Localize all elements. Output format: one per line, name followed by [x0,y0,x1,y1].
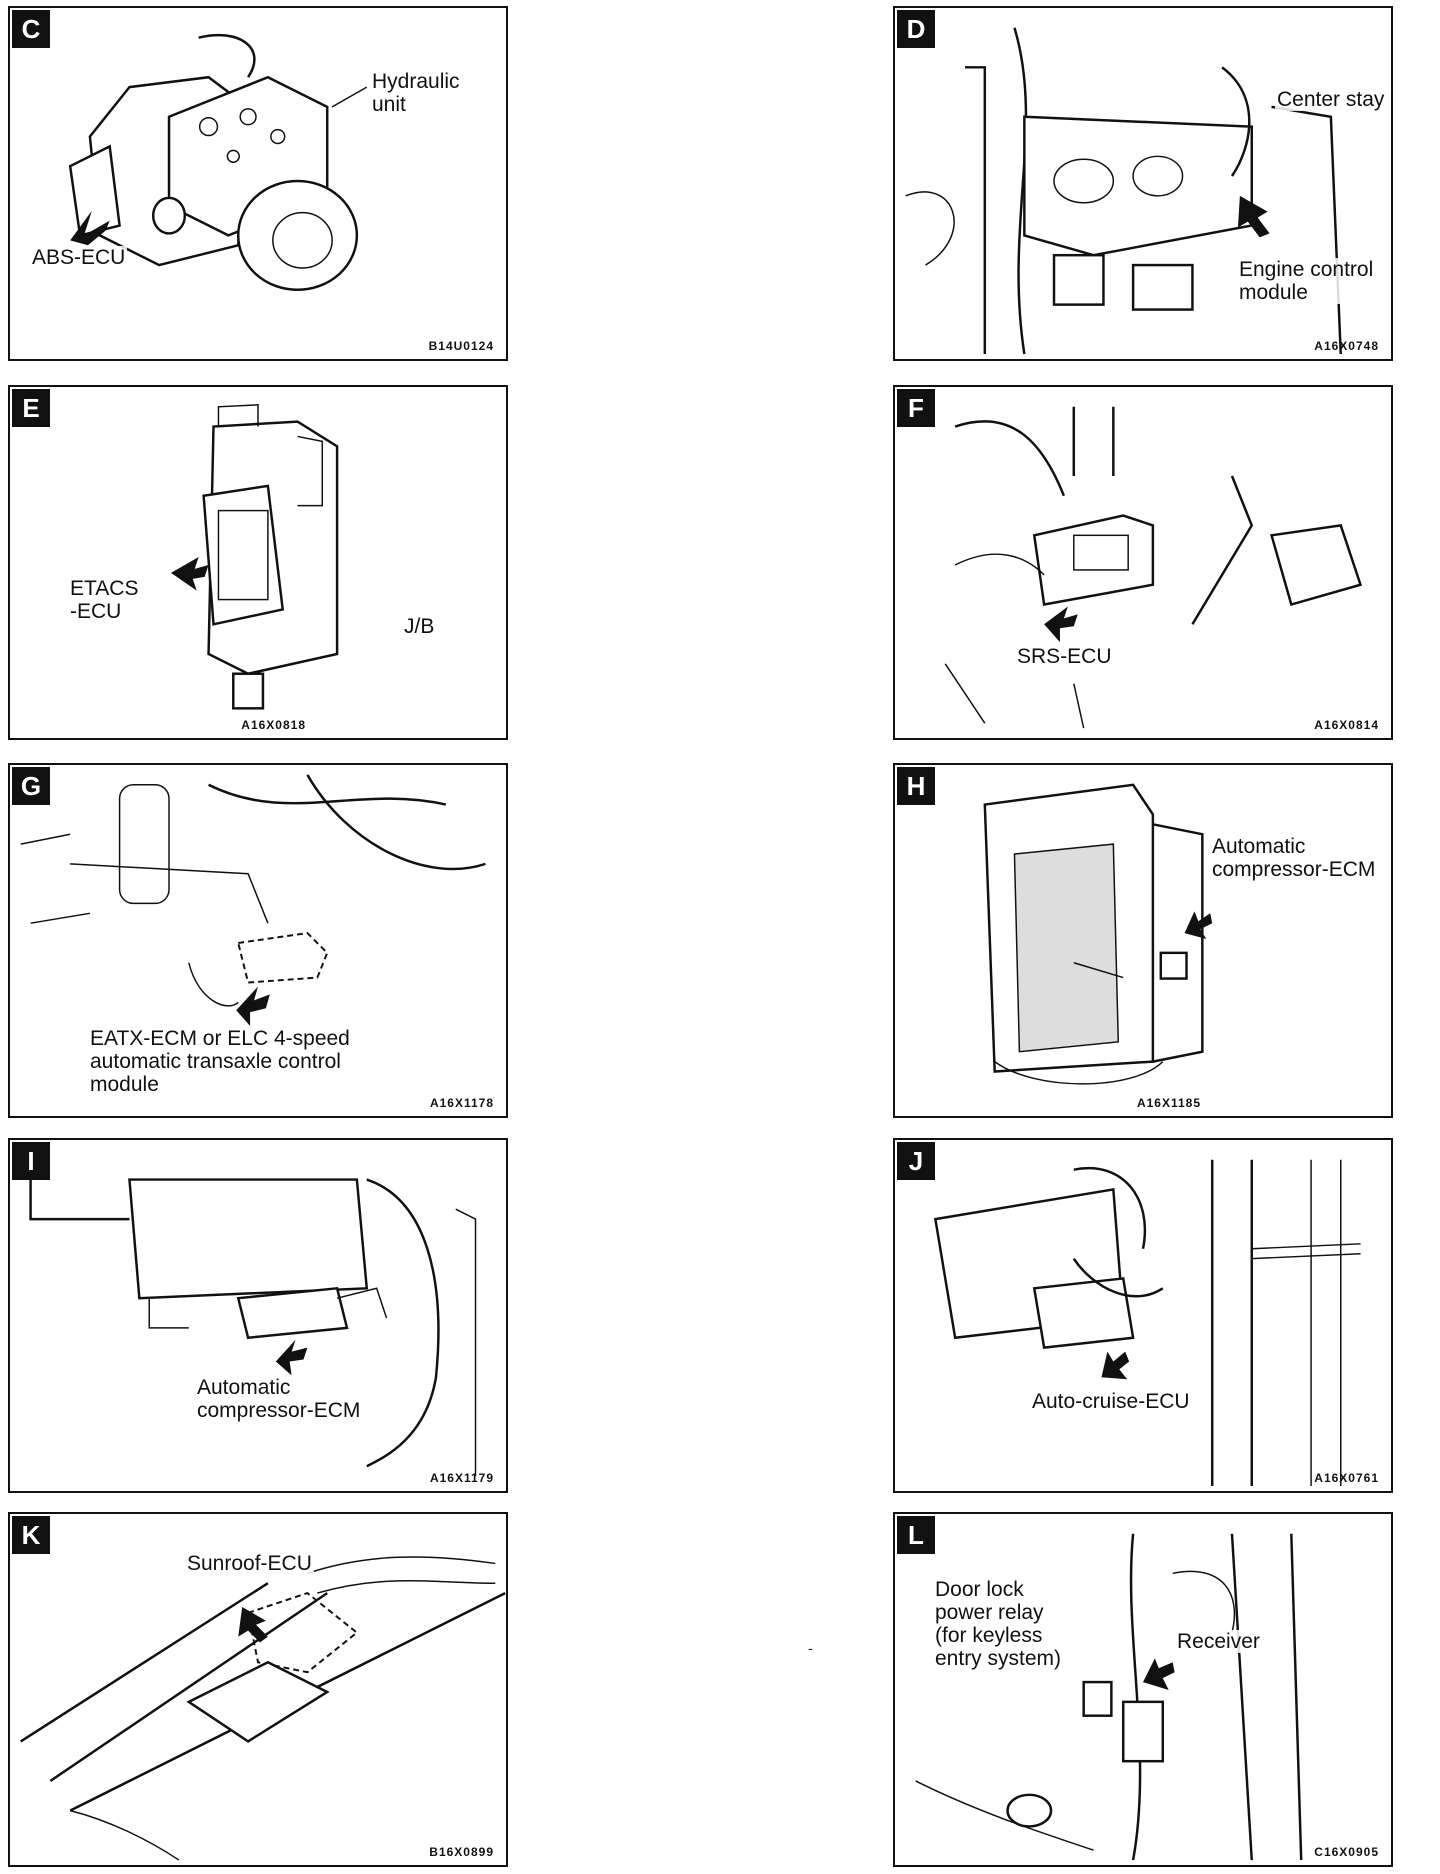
panel-letter: C [12,10,50,48]
panel-letter: D [897,10,935,48]
figure-code: A16X1179 [429,1471,494,1485]
panel-i: I Automatic compressor-ECM A16X1179 [8,1138,508,1493]
arrow-icon [238,1606,268,1643]
center-stay-label: Center stay [1275,88,1387,111]
panel-f: F SRS-ECU A16X0814 [893,385,1393,740]
arrow-icon [170,557,209,591]
figure-code: A16X0814 [1314,718,1379,732]
etacs-ecu-label: ETACS -ECU [68,577,141,623]
panel-l: L Door lock power relay (for keyless ent… [893,1512,1393,1867]
panel-k: K Sunroof-ECU B16X0899 [8,1512,508,1867]
panel-letter: I [12,1142,50,1180]
figure-code: A16X0748 [1314,339,1379,353]
jb-label: J/B [402,615,437,638]
panel-letter: F [897,389,935,427]
stray-mark: - [808,1640,813,1656]
abs-hydraulic-unit-illustration [68,33,368,292]
sunroof-ecu-label: Sunroof-ECU [185,1552,314,1575]
roof-panel-illustration [20,1556,506,1861]
panel-j: J Auto-cruise-ECU A16X0761 [893,1138,1393,1493]
engine-bay-illustration [905,27,1342,355]
arrow-icon [1101,1351,1130,1380]
under-dash-bracket-illustration [933,1159,1361,1487]
panel-letter: H [897,767,935,805]
panel-letter: E [12,389,50,427]
arrow-icon [236,986,270,1027]
panel-e: E ETACS -ECU J/B A16X0818 [8,385,508,740]
automatic-compressor-ecm-label: Automatic compressor-ECM [195,1376,363,1422]
figure-code: A16X1178 [429,1096,494,1110]
panel-letter: J [897,1142,935,1180]
panel-h: H Automatic compressor-ECM A16X1185 [893,763,1393,1118]
figure-code: C16X0905 [1314,1845,1379,1859]
panel-d: D Center stay Engine control module A16X… [893,6,1393,361]
eatx-ecm-label: EATX-ECM or ELC 4-speed automatic transa… [88,1027,352,1096]
center-console-illustration [944,406,1363,729]
door-lock-power-relay-label: Door lock power relay (for keyless entry… [933,1578,1064,1670]
hydraulic-unit-label: Hydraulic unit [370,70,462,116]
arrow-icon [1237,195,1270,238]
engine-control-module-label: Engine control module [1237,258,1376,304]
arrow-icon [1143,1658,1175,1690]
panel-c: C Hydraulic unit ABS-ECU B14U0124 [8,6,508,361]
panel-letter: L [897,1516,935,1554]
arrow-icon [1044,606,1078,643]
dashboard-underside-illustration [20,774,486,1007]
figure-code: B16X0899 [429,1845,494,1859]
heater-unit-illustration [29,1178,477,1477]
figure-code: A16X0761 [1314,1471,1379,1485]
arrow-icon [70,210,110,246]
panel-g: G EATX-ECM or ELC 4-speed automatic tran… [8,763,508,1118]
figure-code: A16X1185 [1136,1096,1201,1110]
auto-cruise-ecu-label: Auto-cruise-ECU [1030,1390,1192,1413]
figure-code: A16X0818 [241,718,306,732]
panel-letter: K [12,1516,50,1554]
arrow-icon [275,1339,308,1376]
junction-block-illustration [202,404,339,710]
automatic-compressor-ecm-label: Automatic compressor-ECM [1210,835,1378,881]
arrow-icon [1184,911,1213,940]
receiver-label: Receiver [1175,1630,1262,1653]
srs-ecu-label: SRS-ECU [1015,645,1114,668]
abs-ecu-label: ABS-ECU [30,246,128,269]
panel-letter: G [12,767,50,805]
evaporator-housing-illustration [983,783,1204,1085]
figure-code: B14U0124 [428,339,494,353]
door-pillar-illustration [915,1533,1303,1861]
